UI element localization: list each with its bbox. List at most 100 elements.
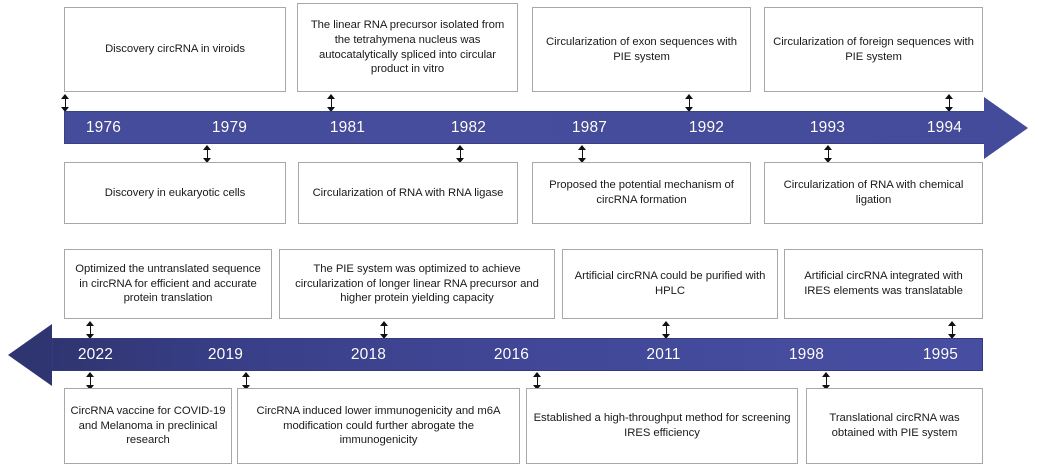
connector-arrow	[380, 321, 389, 339]
arrow-stem	[207, 149, 209, 159]
event-text: The linear RNA precursor isolated from t…	[310, 19, 505, 76]
arrow-head-up-icon	[242, 372, 250, 377]
connector-arrow	[327, 94, 336, 112]
arrow-stem	[246, 376, 248, 386]
arrow-head-down-icon	[203, 158, 211, 163]
year-label: 1993	[809, 118, 846, 136]
event-box: Optimized the untranslated sequence in c…	[64, 249, 272, 319]
timeline-bar-top: 1976 1979 1981 1982 1987 1992 1993 1994	[64, 96, 1030, 159]
connector-arrow	[61, 94, 70, 112]
year-label: 1979	[211, 118, 248, 136]
event-box: Discovery circRNA in viroids	[64, 7, 286, 92]
year-label: 2022	[77, 345, 114, 363]
connector-arrow	[945, 94, 954, 112]
event-box: Circularization of RNA with RNA ligase	[298, 162, 518, 224]
arrow-head-down-icon	[578, 158, 586, 163]
arrow-head-down-icon	[380, 334, 388, 339]
arrow-head-up-icon	[824, 145, 832, 150]
arrow-stem	[666, 325, 668, 335]
event-text: Established a high-throughput method for…	[533, 412, 791, 439]
arrow-head-down-icon	[824, 158, 832, 163]
arrow-stem	[826, 376, 828, 386]
arrow-head-down-icon	[685, 107, 693, 112]
arrow-head-down-icon	[456, 158, 464, 163]
arrow-head-up-icon	[662, 321, 670, 326]
arrow-stem	[384, 325, 386, 335]
arrow-stem	[582, 149, 584, 159]
year-label: 1987	[571, 118, 608, 136]
arrow-head-down-icon	[327, 107, 335, 112]
connector-arrow	[578, 145, 587, 163]
arrow-head-down-icon	[533, 385, 541, 390]
year-label: 1981	[329, 118, 366, 136]
event-box: CircRNA vaccine for COVID-19 and Melanom…	[64, 388, 232, 464]
event-text: Artificial circRNA could be purified wit…	[574, 270, 766, 297]
arrow-stem	[949, 98, 951, 108]
arrow-head-down-icon	[662, 334, 670, 339]
event-text: Proposed the potential mechanism of circ…	[549, 179, 734, 206]
arrow-stem	[689, 98, 691, 108]
year-label: 1994	[926, 118, 963, 136]
timeline-bar-body	[52, 338, 983, 371]
event-text: Discovery in eukaryotic cells	[104, 186, 246, 199]
connector-arrow	[824, 145, 833, 163]
year-label: 2019	[207, 345, 244, 363]
event-text: The PIE system was optimized to achieve …	[295, 263, 539, 305]
year-label: 1976	[85, 118, 122, 136]
arrow-stem	[65, 98, 67, 108]
connector-arrow	[822, 372, 831, 390]
event-text: CircRNA induced lower immunogenicity and…	[256, 405, 501, 447]
arrow-stem	[331, 98, 333, 108]
event-box: Established a high-throughput method for…	[526, 388, 798, 464]
year-label: 1982	[450, 118, 487, 136]
arrow-right-icon	[984, 96, 1028, 159]
arrow-head-up-icon	[948, 321, 956, 326]
arrow-head-down-icon	[242, 385, 250, 390]
connector-arrow	[662, 321, 671, 339]
arrow-head-down-icon	[86, 334, 94, 339]
arrow-head-up-icon	[203, 145, 211, 150]
event-box: CircRNA induced lower immunogenicity and…	[237, 388, 520, 464]
arrow-head-down-icon	[948, 334, 956, 339]
event-text: Discovery circRNA in viroids	[105, 43, 245, 56]
connector-arrow	[685, 94, 694, 112]
arrow-head-down-icon	[86, 385, 94, 390]
event-box: Translational circRNA was obtained with …	[806, 388, 983, 464]
arrow-stem	[537, 376, 539, 386]
arrow-head-up-icon	[945, 94, 953, 99]
event-text: Circularization of RNA with chemical lig…	[783, 179, 964, 206]
event-box: Artificial circRNA could be purified wit…	[562, 249, 778, 319]
event-box: Artificial circRNA integrated with IRES …	[784, 249, 983, 319]
year-label: 2016	[493, 345, 530, 363]
arrow-head-down-icon	[945, 107, 953, 112]
event-text: CircRNA vaccine for COVID-19 and Melanom…	[70, 405, 226, 447]
arrow-head-up-icon	[86, 372, 94, 377]
timeline-bar-bottom: 2022 2019 2018 2016 2011 1998 1995	[8, 323, 983, 386]
connector-arrow	[242, 372, 251, 390]
connector-arrow	[203, 145, 212, 163]
connector-arrow	[86, 372, 95, 390]
arrow-left-icon	[8, 323, 52, 386]
arrow-stem	[460, 149, 462, 159]
connector-arrow	[456, 145, 465, 163]
arrow-stem	[952, 325, 954, 335]
event-text: Optimized the untranslated sequence in c…	[75, 263, 261, 305]
arrow-head-up-icon	[86, 321, 94, 326]
arrow-head-up-icon	[456, 145, 464, 150]
connector-arrow	[86, 321, 95, 339]
event-box: The PIE system was optimized to achieve …	[279, 249, 555, 319]
arrow-stem	[90, 376, 92, 386]
event-text: Artificial circRNA integrated with IRES …	[804, 270, 963, 297]
event-box: Discovery in eukaryotic cells	[64, 162, 286, 224]
arrow-head-down-icon	[822, 385, 830, 390]
event-text: Circularization of foreign sequences wit…	[773, 35, 974, 63]
year-label: 1992	[688, 118, 725, 136]
arrow-head-up-icon	[578, 145, 586, 150]
arrow-head-up-icon	[61, 94, 69, 99]
event-text: Circularization of exon sequences with P…	[546, 35, 737, 63]
event-text: Translational circRNA was obtained with …	[829, 412, 960, 439]
arrow-stem	[90, 325, 92, 335]
arrow-head-up-icon	[685, 94, 693, 99]
event-box: Circularization of RNA with chemical lig…	[764, 162, 983, 224]
arrow-head-up-icon	[533, 372, 541, 377]
